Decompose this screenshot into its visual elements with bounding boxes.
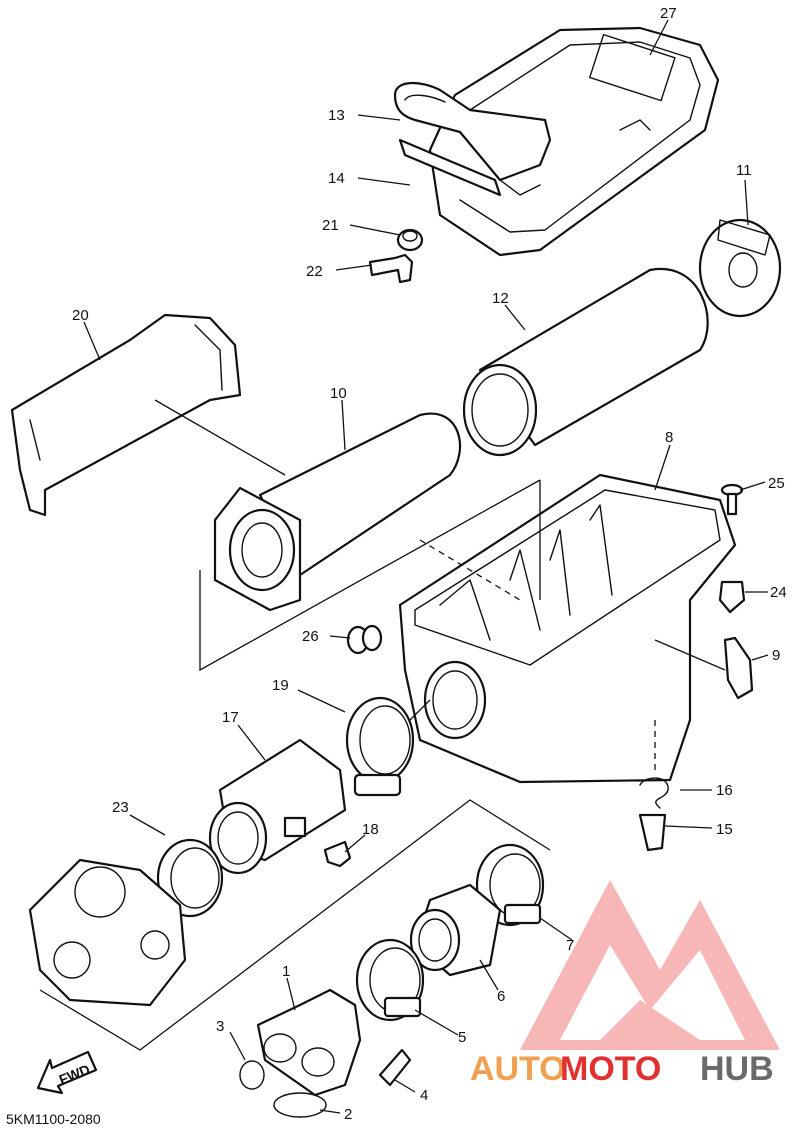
retaining-clip-part xyxy=(723,636,754,700)
o-ring-part xyxy=(239,1060,265,1090)
callout-21: 21 xyxy=(322,217,339,234)
callout-8: 8 xyxy=(665,429,673,446)
gasket-part xyxy=(273,1092,327,1118)
callout-13: 13 xyxy=(328,107,345,124)
callout-12: 12 xyxy=(492,290,509,307)
air-filter-joint-part xyxy=(208,738,347,875)
intake-manifold-part xyxy=(256,988,362,1097)
air-box-cover-part xyxy=(428,26,720,257)
small-elbow-part xyxy=(323,840,352,868)
fwd-arrow: FWD xyxy=(36,1050,98,1095)
callout-9: 9 xyxy=(772,647,780,664)
breather-elbow-part xyxy=(368,253,414,284)
cover-seal-part xyxy=(398,138,502,197)
callout-23: 23 xyxy=(112,799,129,816)
joint-clamp-part xyxy=(355,938,425,1022)
callout-3: 3 xyxy=(216,1018,224,1035)
damper-grommet-part xyxy=(346,624,383,655)
watermark-logo xyxy=(520,880,780,1050)
callout-15: 15 xyxy=(716,821,733,838)
screw-part xyxy=(720,483,744,516)
callout-25: 25 xyxy=(768,475,785,492)
callout-22: 22 xyxy=(306,263,323,280)
callout-19: 19 xyxy=(272,677,289,694)
grommet-part xyxy=(396,228,424,252)
callout-20: 20 xyxy=(72,307,89,324)
watermark-part-moto: MOTO xyxy=(560,1050,661,1088)
joint-band-part xyxy=(345,696,415,797)
carburetor-joint-part xyxy=(409,883,502,977)
watermark-part-auto: AUTO xyxy=(470,1050,566,1088)
callout-24: 24 xyxy=(770,584,787,601)
callout-10: 10 xyxy=(330,385,347,402)
leader-lines xyxy=(83,19,769,1114)
spring-clip-part xyxy=(639,777,669,809)
carburetor-band-part xyxy=(156,838,224,918)
clip-nut-part xyxy=(718,580,746,614)
drawing-code: 5KM1100-2080 xyxy=(6,1111,101,1127)
callout-11: 11 xyxy=(736,162,752,179)
callout-26: 26 xyxy=(302,628,319,645)
carburetor-assembly-part xyxy=(28,858,187,1007)
inner-filter-element-part xyxy=(213,412,462,612)
callout-4: 4 xyxy=(420,1087,428,1104)
callout-18: 18 xyxy=(362,821,379,838)
air-box-part xyxy=(398,473,737,784)
callout-14: 14 xyxy=(328,170,345,187)
callout-27: 27 xyxy=(660,5,677,22)
intake-duct-part xyxy=(393,82,552,182)
callout-labels: 27 13 14 21 22 11 12 20 10 8 25 24 26 9 … xyxy=(72,5,787,1123)
drain-plug-part xyxy=(638,813,667,852)
callout-2: 2 xyxy=(344,1106,352,1123)
side-cover-part xyxy=(10,313,242,517)
callout-7: 7 xyxy=(566,937,574,954)
outer-filter-element-part xyxy=(462,267,709,457)
assembly-lines xyxy=(39,399,726,1051)
callout-5: 5 xyxy=(458,1029,466,1046)
callout-17: 17 xyxy=(222,709,239,726)
watermark-part-hub: HUB xyxy=(700,1050,774,1088)
callout-16: 16 xyxy=(716,782,733,799)
bolt-part xyxy=(378,1048,412,1087)
callout-6: 6 xyxy=(497,988,505,1005)
callout-1: 1 xyxy=(282,963,290,980)
watermark-text: AUTO MOTO HUB xyxy=(470,1050,774,1088)
filter-cap-part xyxy=(698,218,782,318)
